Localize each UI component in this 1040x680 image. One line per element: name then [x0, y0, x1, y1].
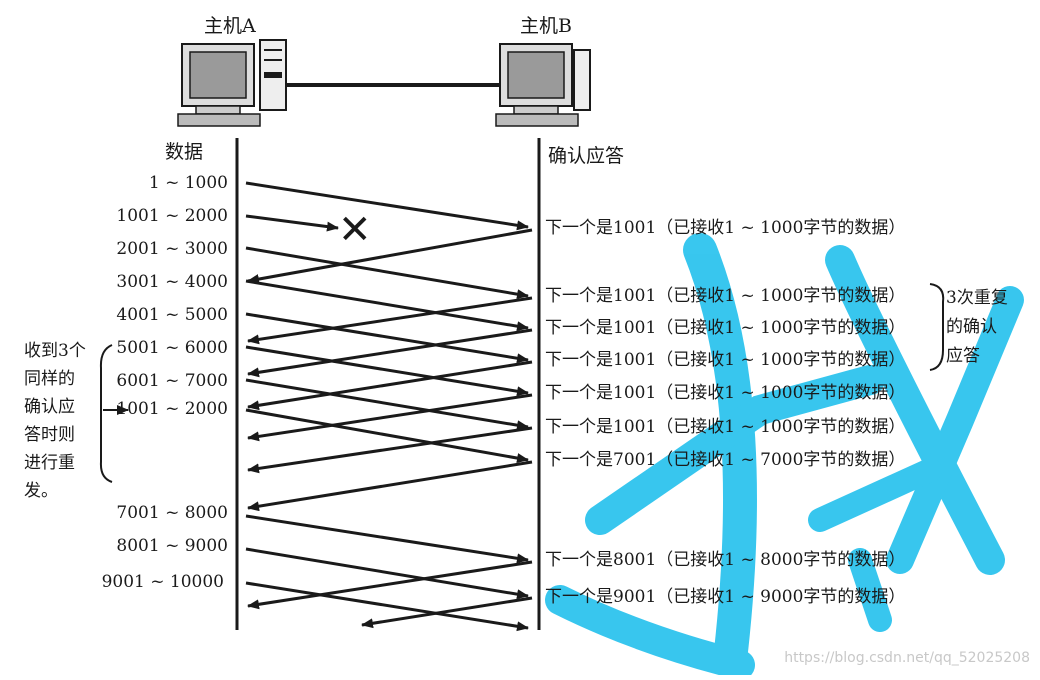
data-arrow [245, 246, 529, 300]
data-arrow-lost [245, 214, 339, 232]
computer-b-icon [495, 43, 591, 127]
segment-label: 6001 ~ 7000 [116, 371, 228, 391]
ack-arrow [247, 328, 533, 378]
left-note-line: 发。 [24, 481, 58, 501]
segment-label: 1 ~ 1000 [149, 173, 228, 193]
segment-label: 1001 ~ 2000 [116, 206, 228, 226]
watermark-strokes [545, 233, 1024, 680]
ack-label: 下一个是1001（已接收1 ~ 1000字节的数据） [545, 218, 905, 238]
data-arrow [245, 581, 529, 632]
computer-a-icon [177, 39, 287, 127]
segment-label: 5001 ~ 6000 [116, 338, 228, 358]
right-brace [929, 283, 945, 371]
segment-labels: 1 ~ 1000 1001 ~ 2000 2001 ~ 3000 3001 ~ … [102, 173, 228, 592]
left-note-line: 收到3个 [24, 341, 86, 361]
ack-label: 下一个是7001（已接收1 ~ 7000字节的数据） [545, 450, 905, 470]
segment-label: 3001 ~ 4000 [116, 272, 228, 292]
left-note-line: 同样的 [24, 369, 75, 389]
data-arrow [245, 181, 529, 231]
host-a-label: 主机A [204, 15, 256, 37]
ack-label: 下一个是9001（已接收1 ~ 9000字节的数据） [545, 587, 905, 607]
data-arrow [245, 514, 529, 564]
data-arrows [245, 181, 529, 632]
segment-label: 8001 ~ 9000 [116, 536, 228, 556]
data-arrow [245, 345, 529, 397]
left-note-line: 进行重 [24, 453, 75, 473]
right-note: 3次重复 的确认 应答 [946, 288, 1008, 366]
ack-arrows [247, 228, 533, 629]
segment-label: 4001 ~ 5000 [116, 305, 228, 325]
ack-labels: 下一个是1001（已接收1 ~ 1000字节的数据） 下一个是1001（已接收1… [545, 218, 905, 607]
data-column-label: 数据 [165, 141, 203, 163]
segment-label: 2001 ~ 3000 [116, 239, 228, 259]
ack-arrow [247, 296, 533, 345]
left-note: 收到3个 同样的 确认应 答时则 进行重 发。 [24, 341, 86, 501]
data-arrow [245, 312, 529, 364]
ack-label: 下一个是1001（已接收1 ~ 1000字节的数据） [545, 417, 905, 437]
segment-label: 7001 ~ 8000 [116, 503, 228, 523]
host-b-label: 主机B [520, 15, 572, 37]
ack-arrow [247, 360, 533, 411]
left-note-line: 确认应 [24, 397, 75, 417]
ack-label: 下一个是1001（已接收1 ~ 1000字节的数据） [545, 286, 905, 306]
data-arrow [245, 279, 529, 332]
ack-arrow [247, 393, 533, 442]
lost-packet-x-icon: ✕ [338, 207, 372, 253]
ack-arrow [247, 560, 533, 610]
right-note-line: 的确认 [946, 317, 997, 337]
right-note-line: 应答 [946, 346, 980, 366]
data-arrow [245, 378, 529, 431]
left-brace [99, 344, 113, 483]
data-arrow [245, 547, 529, 600]
data-arrow-retransmit [245, 408, 529, 464]
right-note-line: 3次重复 [946, 288, 1008, 308]
ack-label: 下一个是1001（已接收1 ~ 1000字节的数据） [545, 383, 905, 403]
watermark-text: https://blog.csdn.net/qq_52025208 [784, 650, 1030, 666]
ack-label: 下一个是1001（已接收1 ~ 1000字节的数据） [545, 318, 905, 338]
left-note-line: 答时则 [24, 425, 75, 445]
ack-label: 下一个是1001（已接收1 ~ 1000字节的数据） [545, 350, 905, 370]
ack-arrow [247, 460, 533, 512]
ack-column-label: 确认应答 [548, 145, 624, 167]
segment-label: 9001 ~ 10000 [102, 572, 224, 592]
ack-label: 下一个是8001（已接收1 ~ 8000字节的数据） [545, 550, 905, 570]
ack-arrow [361, 596, 533, 629]
ack-arrow [247, 228, 533, 284]
segment-label: 1001 ~ 2000 [116, 399, 228, 419]
ack-arrow [247, 426, 533, 474]
